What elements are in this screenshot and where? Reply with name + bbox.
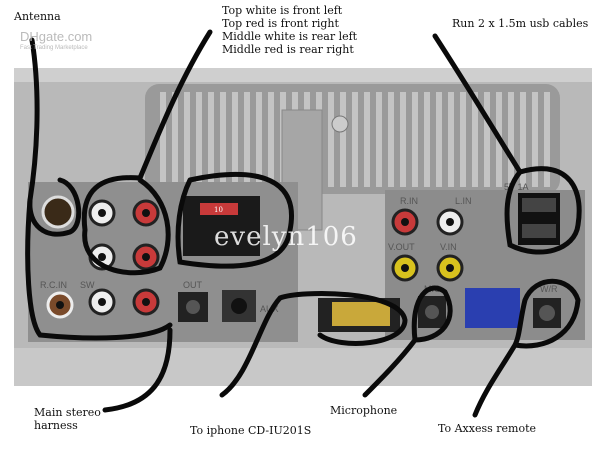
speaker-note: Middle red is rear right [222,43,354,56]
rca-jacks [46,199,464,319]
heatsink-fin [220,92,226,187]
heatsink-fin [340,92,346,187]
heatsink-fin [520,92,526,187]
heatsink-fin [460,92,466,187]
remote-note: To Axxess remote [438,422,537,435]
iphone-note: To iphone CD-IU201S [190,424,312,437]
heatsink-fin [328,92,334,187]
heatsink-fin [388,92,394,187]
heatsink-fin [544,92,550,187]
speaker-note: Top red is front right [222,17,339,30]
heatsink-fin [484,92,490,187]
heatsink-fin [268,92,274,187]
wr-label: W/R [540,284,558,294]
heatsink-fin [208,92,214,187]
antenna-socket [41,195,75,229]
usb-rating-label: 5V 1A [504,182,529,192]
heatsink-fin [352,92,358,187]
heatsink-fin [160,92,166,187]
harness-note-line: Main stereo [34,406,101,419]
heatsink-fin [532,92,538,187]
usb-note: Run 2 x 1.5m usb cables [452,17,589,30]
vin-label: V.IN [440,242,457,252]
antenna-note: Antenna [14,10,61,23]
heatsink-fin [448,92,454,187]
heatsink-fin [376,92,382,187]
watermark: evelyn106 [214,222,358,252]
rin-label: R.IN [400,196,418,206]
heatsink-fin [172,92,178,187]
heatsink-fin [508,92,514,187]
plug-label: 10 [214,206,223,214]
heatsink-fin [400,92,406,187]
marker-strokes [25,29,582,418]
heatsink-fin [412,92,418,187]
harness-note: Main stereo harness [34,406,101,432]
rcin-label: R.C.IN [40,280,67,290]
screw-icon [331,115,349,133]
microphone-note: Microphone [330,404,398,417]
speaker-note: Top white is front left [222,4,343,17]
heatsink-fin [244,92,250,187]
sw-label: SW [80,280,95,290]
heatsink-fin [472,92,478,187]
lin-label: L.IN [455,196,472,206]
heatsink-fin [256,92,262,187]
speaker-notes: Top white is front left Top red is front… [222,4,357,56]
vout-label: V.OUT [388,242,415,252]
heatsink-fin [364,92,370,187]
heatsink-fin [424,92,430,187]
logo-tagline: Fast Trading Marketplace [20,45,88,51]
heatsink-fin [232,92,238,187]
logo-name: DHgate.com [20,29,93,44]
speaker-note: Middle white is rear left [222,30,358,43]
heatsink-fin [196,92,202,187]
out-label: OUT [183,280,203,290]
heatsink-fin [436,92,442,187]
heatsink-fin [184,92,190,187]
harness-note-line: harness [34,419,78,432]
blue-connector [465,288,520,328]
heatsink [145,84,560,231]
